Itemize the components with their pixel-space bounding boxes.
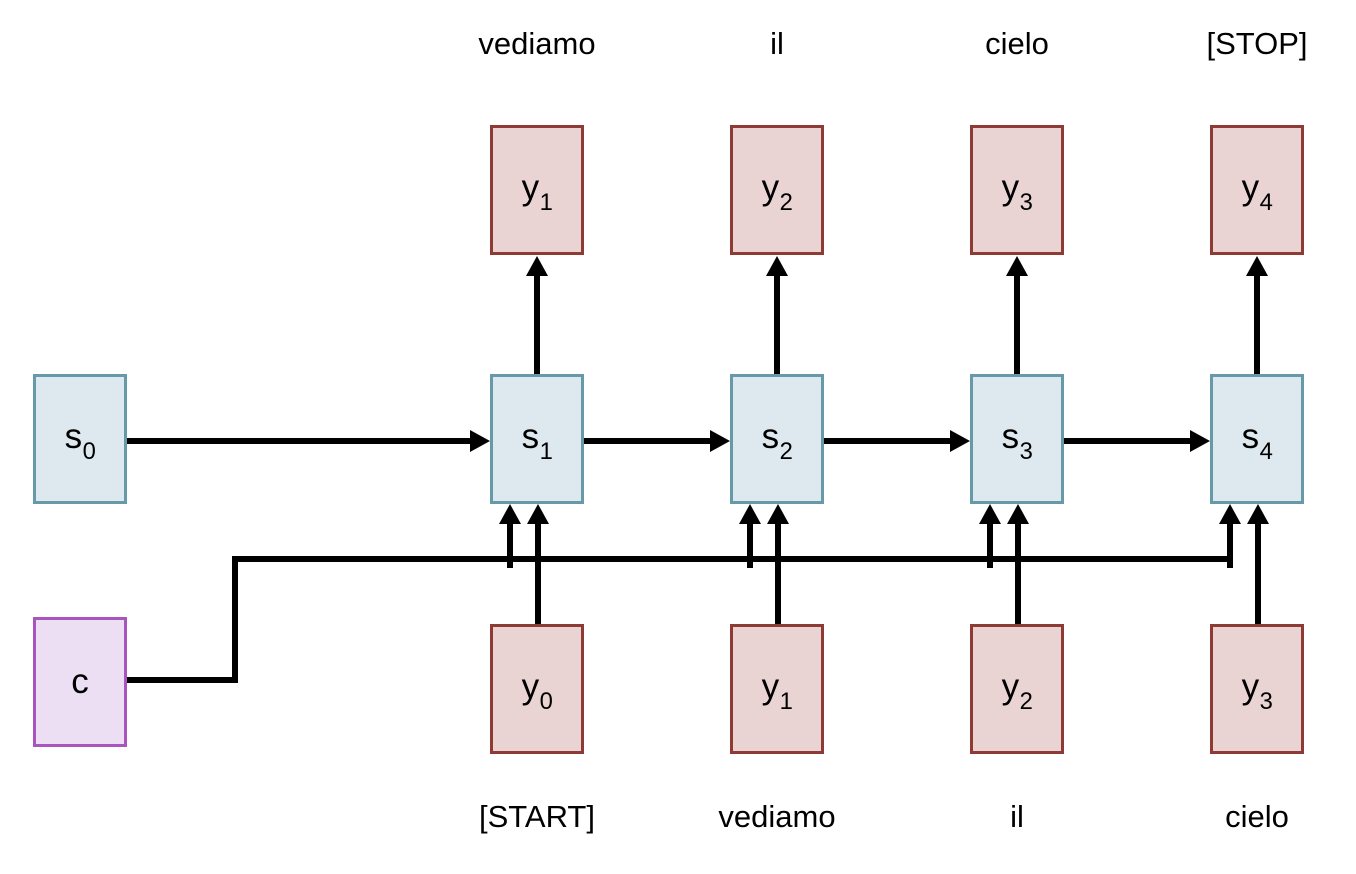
arrow-c-s3-head xyxy=(979,504,1001,524)
arrow-c-s4-head xyxy=(1219,504,1241,524)
node-label: s4 xyxy=(1241,417,1273,463)
arrow-y0-s1-line xyxy=(535,518,541,624)
arrow-s1-y1-line xyxy=(534,270,540,374)
arrow-s1-s2-line xyxy=(584,438,716,444)
node-label: y2 xyxy=(1001,667,1033,713)
node-label-subscript: 2 xyxy=(1019,687,1033,715)
node-label-subscript: 3 xyxy=(1019,437,1033,465)
node-label: c xyxy=(71,662,89,702)
node-y0-in: y0 xyxy=(490,624,584,754)
arrow-s3-s4-line xyxy=(1064,438,1196,444)
arrow-y1-s2-head xyxy=(767,504,789,524)
node-label-base: s xyxy=(521,417,540,457)
node-c: c xyxy=(33,617,127,747)
node-label-base: s xyxy=(64,417,83,457)
arrow-c-s3-line xyxy=(987,518,993,568)
node-label-base: y xyxy=(521,168,540,208)
node-label: s0 xyxy=(64,417,96,463)
node-label: y1 xyxy=(521,168,553,214)
arrow-s1-s2-head xyxy=(710,430,730,452)
node-label-subscript: 3 xyxy=(1259,687,1273,715)
arrow-s4-y4-line xyxy=(1254,270,1260,374)
node-label-base: y xyxy=(1001,168,1020,208)
node-label: s1 xyxy=(521,417,553,463)
arrow-c-s2-head xyxy=(739,504,761,524)
node-label: y3 xyxy=(1001,168,1033,214)
arrow-c-s4-line xyxy=(1227,518,1233,568)
node-label-subscript: 2 xyxy=(779,188,793,216)
node-y4-out: y4 xyxy=(1210,125,1304,255)
node-label: s2 xyxy=(761,417,793,463)
arrow-y2-s3-line xyxy=(1015,518,1021,624)
arrow-y3-s4-line xyxy=(1255,518,1261,624)
node-label: y2 xyxy=(761,168,793,214)
word-input-word-3: cielo xyxy=(1225,799,1289,834)
node-label: y0 xyxy=(521,667,553,713)
arrow-c-s1-head xyxy=(499,504,521,524)
node-label-subscript: 4 xyxy=(1259,437,1273,465)
node-label-base: s xyxy=(1001,417,1020,457)
node-label: y4 xyxy=(1241,168,1273,214)
node-label-subscript: 0 xyxy=(82,437,96,465)
node-label-base: y xyxy=(1001,667,1020,707)
arrow-s2-y2-line xyxy=(774,270,780,374)
node-label-subscript: 0 xyxy=(539,687,553,715)
node-y1-out: y1 xyxy=(490,125,584,255)
arrow-s0-s1-line xyxy=(127,438,476,444)
node-label-base: c xyxy=(71,662,89,701)
context-c-line-rise xyxy=(232,556,238,683)
word-input-word-0: [START] xyxy=(479,799,595,834)
arrow-s0-s1-head xyxy=(470,430,490,452)
word-input-word-1: vediamo xyxy=(718,799,836,834)
node-label-subscript: 1 xyxy=(539,437,553,465)
node-label-subscript: 3 xyxy=(1019,188,1033,216)
node-s2: s2 xyxy=(730,374,824,504)
word-input-word-2: il xyxy=(1010,799,1024,834)
node-label-base: s xyxy=(1241,417,1260,457)
node-s0: s0 xyxy=(33,374,127,504)
arrow-s2-s3-head xyxy=(950,430,970,452)
arrow-y1-s2-line xyxy=(775,518,781,624)
arrow-s1-y1-head xyxy=(526,256,548,276)
node-label-base: y xyxy=(1241,667,1260,707)
context-c-line-bus xyxy=(232,556,1233,562)
arrow-c-s1-line xyxy=(507,518,513,568)
node-y2-in: y2 xyxy=(970,624,1064,754)
node-y1-in: y1 xyxy=(730,624,824,754)
node-label-base: y xyxy=(761,168,780,208)
node-label: y3 xyxy=(1241,667,1273,713)
arrow-c-s2-line xyxy=(747,518,753,568)
node-s3: s3 xyxy=(970,374,1064,504)
node-s1: s1 xyxy=(490,374,584,504)
arrow-s2-s3-line xyxy=(824,438,956,444)
context-c-line-out xyxy=(127,677,238,683)
node-label: s3 xyxy=(1001,417,1033,463)
node-s4: s4 xyxy=(1210,374,1304,504)
arrow-s3-y3-head xyxy=(1006,256,1028,276)
node-label-subscript: 1 xyxy=(779,687,793,715)
node-label-base: s xyxy=(761,417,780,457)
arrow-y0-s1-head xyxy=(527,504,549,524)
arrow-s3-s4-head xyxy=(1190,430,1210,452)
node-y2-out: y2 xyxy=(730,125,824,255)
word-output-word-4: [STOP] xyxy=(1206,26,1308,61)
node-label: y1 xyxy=(761,667,793,713)
arrow-y2-s3-head xyxy=(1007,504,1029,524)
node-label-base: y xyxy=(761,667,780,707)
word-output-word-1: vediamo xyxy=(478,26,596,61)
word-output-word-2: il xyxy=(770,26,784,61)
arrow-s3-y3-line xyxy=(1014,270,1020,374)
node-label-base: y xyxy=(1241,168,1260,208)
arrow-y3-s4-head xyxy=(1247,504,1269,524)
node-label-subscript: 2 xyxy=(779,437,793,465)
word-output-word-3: cielo xyxy=(985,26,1049,61)
node-label-subscript: 1 xyxy=(539,188,553,216)
node-label-base: y xyxy=(521,667,540,707)
node-label-subscript: 4 xyxy=(1259,188,1273,216)
arrow-s2-y2-head xyxy=(766,256,788,276)
node-y3-in: y3 xyxy=(1210,624,1304,754)
node-y3-out: y3 xyxy=(970,125,1064,255)
arrow-s4-y4-head xyxy=(1246,256,1268,276)
